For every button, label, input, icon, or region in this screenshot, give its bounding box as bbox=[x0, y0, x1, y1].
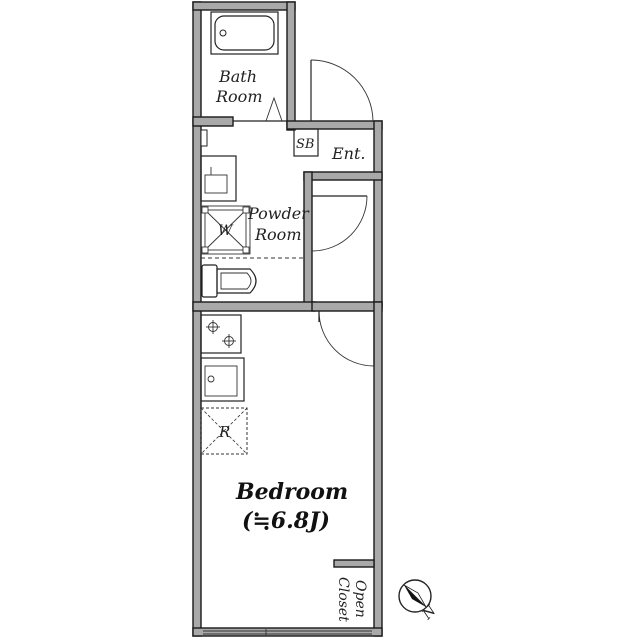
powder-label-line1: Powder bbox=[247, 204, 310, 223]
toilet bbox=[201, 264, 257, 298]
wall-bedroom-top bbox=[311, 301, 383, 312]
washer-label: W bbox=[218, 223, 234, 239]
powder-door bbox=[311, 195, 368, 252]
kitchen-sink bbox=[200, 357, 245, 402]
walls bbox=[192, 1, 383, 637]
wall-right-upper bbox=[373, 120, 383, 308]
pillar bbox=[200, 129, 208, 147]
fridge-space bbox=[200, 407, 248, 455]
wall-top bbox=[192, 1, 296, 11]
shoe-box-label: SB bbox=[296, 137, 314, 152]
wall-closet bbox=[333, 559, 375, 568]
wall-bath-right bbox=[286, 1, 296, 131]
wall-powder-bottom bbox=[192, 301, 316, 312]
bath-label-line1: Bath bbox=[218, 67, 257, 86]
bath-label-line2: Room bbox=[215, 87, 262, 106]
bath-door bbox=[233, 96, 287, 122]
wall-entrance-top bbox=[286, 120, 383, 130]
wall-bottom bbox=[192, 627, 383, 637]
bathtub bbox=[210, 11, 279, 55]
entrance-label: Ent. bbox=[331, 144, 366, 163]
washer-space bbox=[200, 205, 251, 255]
window bbox=[203, 629, 372, 636]
closet-label-line2: Closet bbox=[335, 577, 351, 622]
wall-ent-bottom bbox=[303, 171, 383, 181]
wall-left bbox=[192, 1, 202, 637]
bedroom-size: (≒6.8J) bbox=[242, 508, 330, 534]
bedroom-door bbox=[318, 310, 375, 367]
wall-bath-bottom bbox=[192, 116, 234, 127]
bedroom-label: Bedroom bbox=[235, 479, 348, 505]
wall-powder-right bbox=[303, 171, 313, 309]
wall-right-lower bbox=[373, 301, 383, 637]
compass bbox=[398, 579, 432, 613]
closet-label-line1: Open bbox=[352, 580, 368, 618]
stove bbox=[200, 314, 242, 354]
fridge-label: R bbox=[218, 423, 230, 441]
shoe-box bbox=[293, 128, 319, 157]
powder-label-line2: Room bbox=[254, 225, 301, 244]
sink bbox=[200, 155, 237, 202]
entrance-door bbox=[310, 59, 374, 122]
